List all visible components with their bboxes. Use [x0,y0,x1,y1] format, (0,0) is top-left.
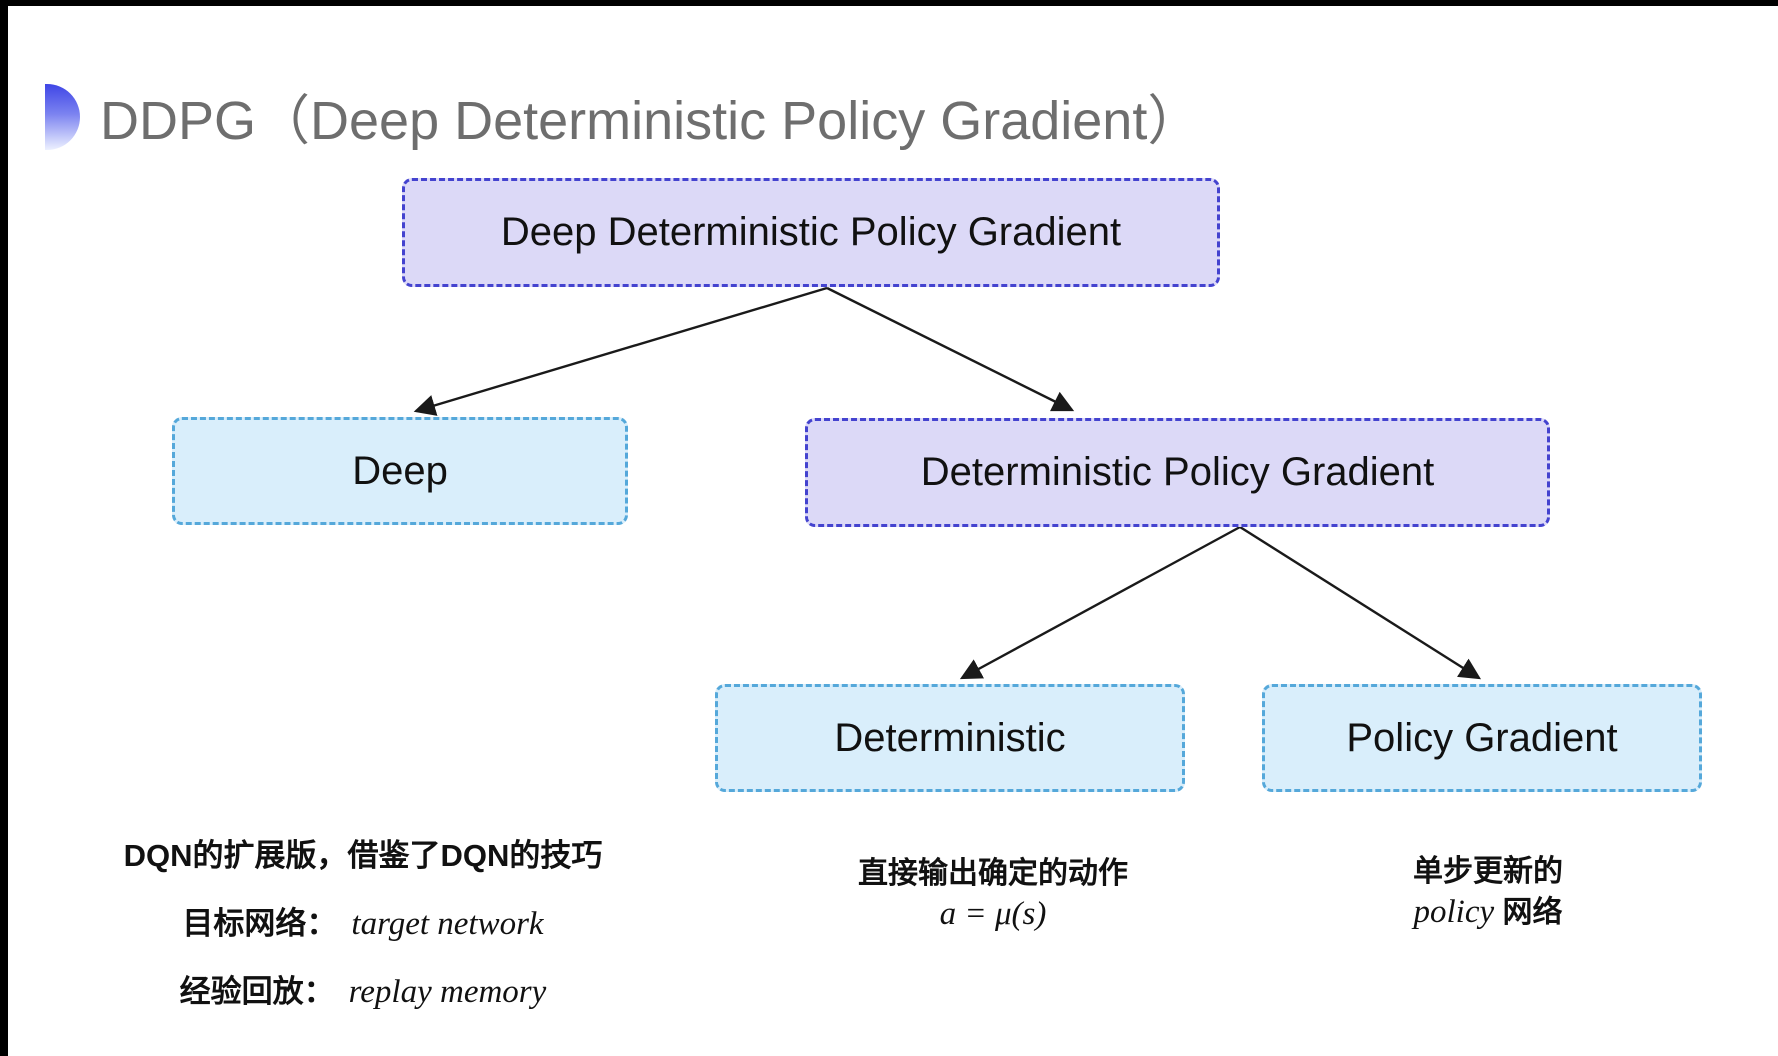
edge-root-to-dpg [826,286,1075,412]
annotation-deterministic-line1: 直接输出确定的动作 [858,857,1128,890]
annotation-policy-gradient-line2: policy 网络 [1268,891,1708,934]
node-deep-deterministic-policy-gradient: Deep Deterministic Policy Gradient [402,178,1220,287]
annotation-target-network: 目标网络： target network [118,898,608,943]
node-label: Deterministic Policy Gradient [920,450,1435,494]
annotation-replay-memory: 经验回放： replay memory [118,966,608,1011]
page-title: DDPG（Deep Deterministic Policy Gradient） [100,91,1202,151]
annotation-deep-line1: DQN的扩展版，借鉴了DQN的技巧 [123,838,603,873]
node-label: Policy Gradient [1346,715,1618,760]
annotation-policy-gradient-line1: 单步更新的 [1413,855,1563,888]
video-frame-top-edge [0,0,1778,6]
node-policy-gradient: Policy Gradient [1262,684,1702,792]
node-deterministic-policy-gradient: Deterministic Policy Gradient [805,418,1550,527]
annotation-deterministic-formula: a = μ(s) [939,896,1047,932]
node-label: Deep Deterministic Policy Gradient [500,210,1122,254]
replay-memory-label: 经验回放： [179,974,335,1009]
annotation-deep: DQN的扩展版，借鉴了DQN的技巧 目标网络： target network 经验… [118,830,608,1011]
edge-dpg-to-policy-gradient [1239,525,1482,680]
policy-word-italic: policy [1413,894,1495,930]
target-network-value: target network [351,906,544,942]
video-frame-left-edge [0,0,8,1056]
annotation-deterministic: 直接输出确定的动作 a = μ(s) [763,854,1223,936]
edge-dpg-to-deterministic [959,525,1241,680]
node-label: Deterministic [834,715,1066,760]
policy-word-rest: 网络 [1502,896,1563,929]
node-label: Deep [352,448,448,493]
node-deterministic: Deterministic [715,684,1185,792]
title-bullet-icon [45,84,80,150]
replay-memory-value: replay memory [348,974,547,1010]
node-deep: Deep [172,417,628,525]
edge-root-to-deep [413,286,828,416]
target-network-label: 目标网络： [182,906,338,941]
annotation-policy-gradient: 单步更新的 policy 网络 [1268,852,1708,934]
